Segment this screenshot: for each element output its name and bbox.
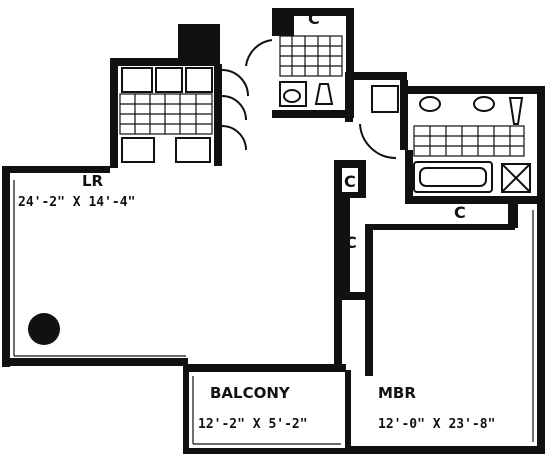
outer-walls — [2, 8, 545, 454]
bathroom-right — [359, 85, 531, 193]
balcony-name: BALCONY — [210, 384, 291, 402]
column-marker — [28, 313, 60, 345]
living-room-name: LR — [82, 172, 104, 190]
closet-label-hall: C — [345, 233, 357, 252]
closet-label-hall-small: C — [344, 172, 356, 191]
bathroom-left — [119, 67, 249, 163]
living-room-dimensions: 24'-2" X 14'-4" — [18, 195, 135, 210]
master-bedroom-dimensions: 12'-0" X 23'-8" — [378, 417, 495, 432]
closet-label-top: C — [308, 9, 320, 28]
labels: C C C C LR 24'-2" X 14'-4" BALCONY 12'-2… — [18, 9, 495, 432]
balcony-dimensions: 12'-2" X 5'-2" — [198, 417, 308, 432]
master-bedroom-name: MBR — [378, 384, 416, 402]
bathroom-middle — [245, 35, 343, 107]
closet-label-bedroom: C — [454, 203, 466, 222]
windows — [13, 180, 534, 445]
